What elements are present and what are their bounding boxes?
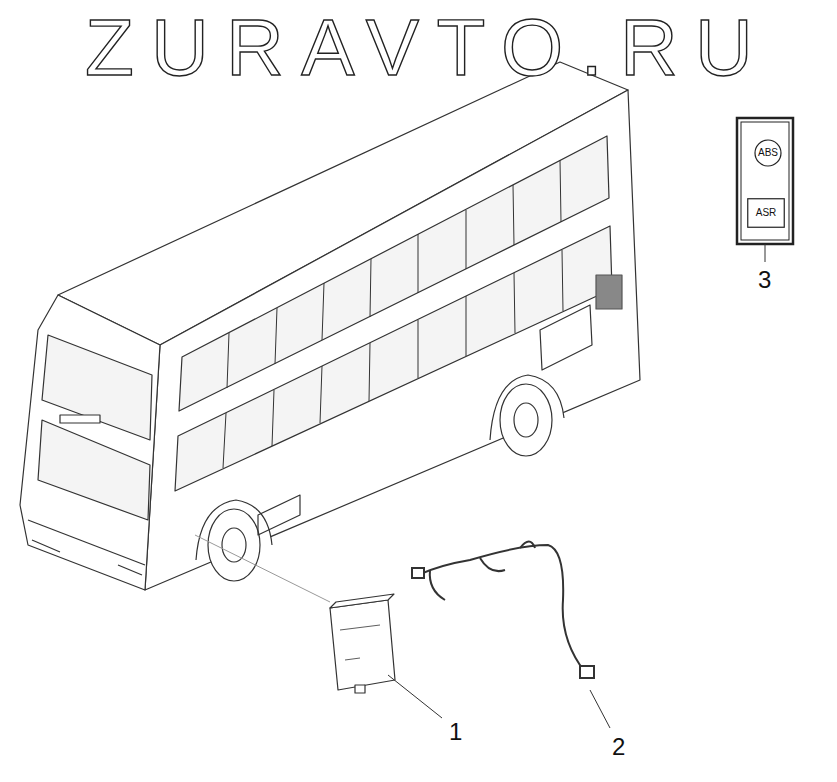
switch-outline	[748, 199, 785, 228]
abs-switch: ABS	[754, 139, 782, 167]
switch-label: ABS	[758, 148, 778, 158]
callout-number: 2	[612, 735, 625, 759]
switch-outline	[755, 140, 781, 166]
callout-number: 1	[449, 720, 462, 744]
callout-number: 3	[758, 268, 771, 292]
asr-switch: ASR	[747, 198, 785, 228]
watermark: ZURAVTO.RU	[85, 8, 770, 88]
switch-label: ASR	[756, 208, 777, 218]
